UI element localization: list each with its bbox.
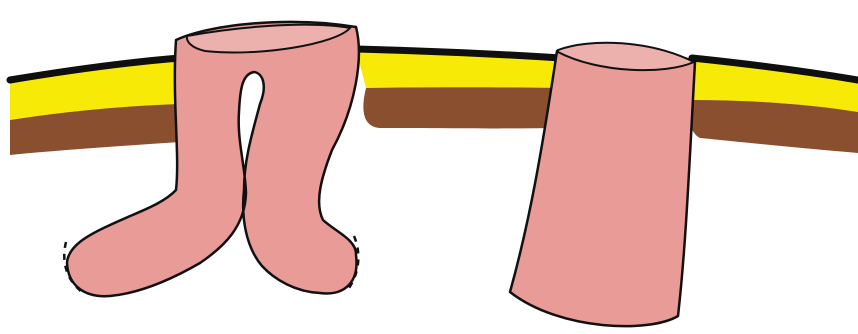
layer-strip-middle [356,49,560,128]
brown-layer-middle [363,87,560,128]
layer-strip-left [10,58,180,155]
